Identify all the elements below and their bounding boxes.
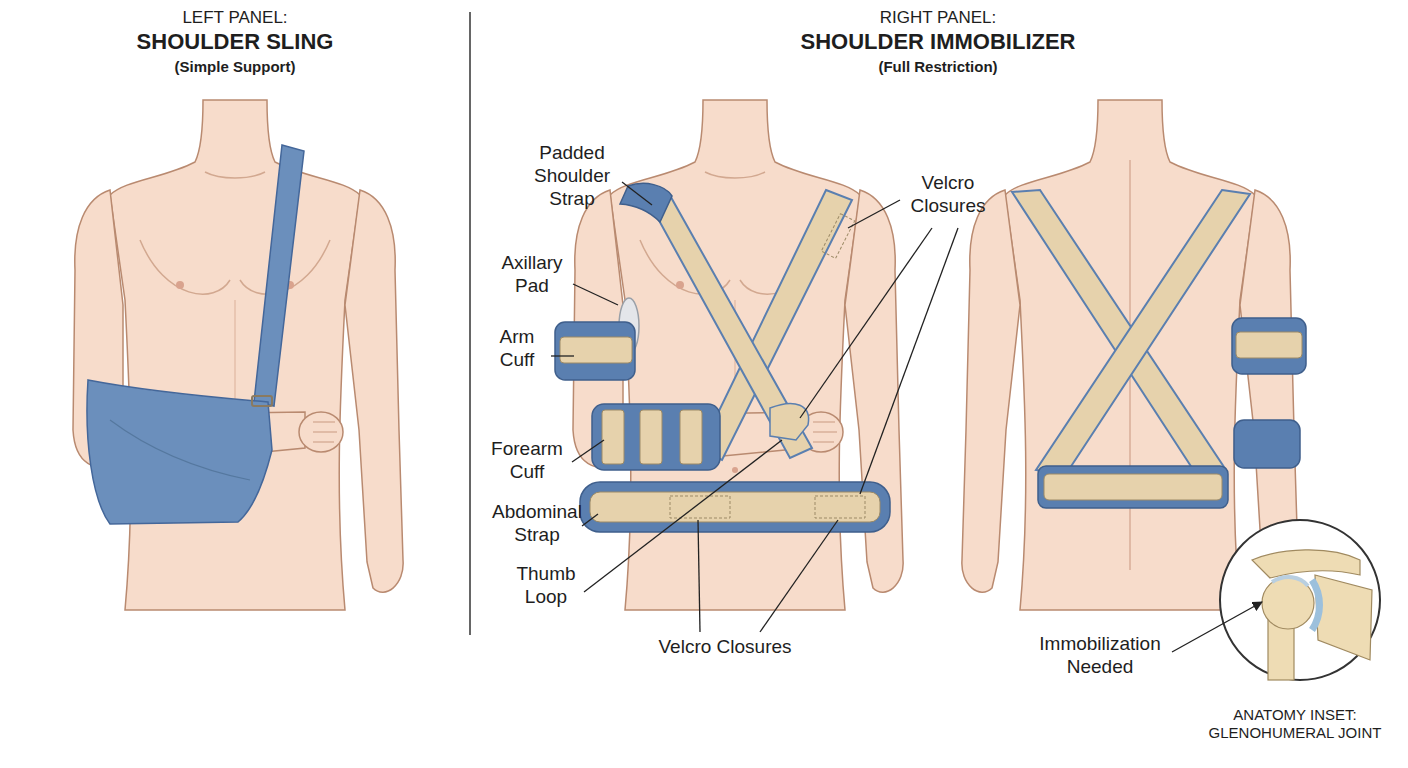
forearm-cuff-strap xyxy=(602,410,624,464)
sling-pouch xyxy=(87,380,272,524)
torso xyxy=(1005,100,1255,610)
abdominal-strap xyxy=(580,482,890,532)
leader-line xyxy=(800,228,932,418)
leader-line xyxy=(860,228,958,494)
torso xyxy=(610,100,860,610)
panel-label: LEFT PANEL: xyxy=(85,8,385,28)
velcro-patch xyxy=(670,496,730,518)
humeral-head xyxy=(1262,577,1314,629)
back-strap xyxy=(1036,190,1250,474)
joint-capsule xyxy=(1272,577,1308,586)
back-belt-band xyxy=(1044,474,1222,500)
anatomy-inset xyxy=(1220,520,1380,680)
part-label: Forearm Cuff xyxy=(483,438,571,484)
panel-divider xyxy=(469,12,471,635)
leader-line xyxy=(584,440,782,592)
callout-label: Immobilization Needed xyxy=(1020,633,1180,679)
leader-line xyxy=(551,355,574,356)
arm-cuff-strap xyxy=(1236,332,1302,358)
arm-cuff-strap xyxy=(560,337,632,363)
sling-strap xyxy=(254,145,304,406)
leader-line xyxy=(622,182,652,205)
part-label: Abdominal Strap xyxy=(487,501,587,547)
leader-lines xyxy=(551,182,1262,652)
shoulder-pad xyxy=(620,183,672,222)
sling-figure xyxy=(73,100,403,610)
inset-circle xyxy=(1220,520,1380,680)
inset-caption: ANATOMY INSET: GLENOHUMERAL JOINT xyxy=(1197,706,1393,742)
thumb-loop xyxy=(770,403,809,440)
part-label: Padded Shoulder Strap xyxy=(520,142,624,210)
acromion xyxy=(1252,550,1360,578)
forearm-cuff-strap xyxy=(640,410,662,464)
forearm-cuff xyxy=(1234,420,1300,468)
arm xyxy=(962,190,1020,592)
forearm-cuff-strap xyxy=(680,410,702,464)
sling-buckle xyxy=(252,396,272,406)
panel-subtitle: (Simple Support) xyxy=(85,58,385,76)
scapula xyxy=(1315,575,1372,660)
forearm-cuff xyxy=(592,404,720,470)
arm-cuff xyxy=(1232,318,1306,374)
leader-line xyxy=(572,440,604,462)
velcro-patch xyxy=(815,496,865,518)
back-belt xyxy=(1038,466,1228,508)
leader-line xyxy=(582,514,598,526)
arm xyxy=(345,190,403,592)
leader-arrow xyxy=(1172,602,1262,652)
leader-line xyxy=(573,284,618,305)
arm-cuff xyxy=(555,322,635,380)
leader-line xyxy=(760,520,838,632)
velcro-patch xyxy=(821,214,854,259)
part-label: Arm Cuff xyxy=(485,326,549,372)
part-label: Velcro Closures xyxy=(630,636,820,659)
part-label: Axillary Pad xyxy=(490,252,574,298)
part-label: Velcro Closures xyxy=(898,172,998,218)
torso xyxy=(110,100,360,610)
abdominal-strap-band xyxy=(590,492,880,522)
panel-title: SHOULDER IMMOBILIZER xyxy=(728,29,1148,55)
panel-title: SHOULDER SLING xyxy=(55,29,415,55)
leader-line xyxy=(698,520,700,632)
leader-line xyxy=(848,200,900,228)
panel-label: RIGHT PANEL: xyxy=(758,8,1118,28)
part-label: Thumb Loop xyxy=(509,563,583,609)
sling-fold xyxy=(110,420,250,480)
panel-subtitle: (Full Restriction) xyxy=(788,58,1088,76)
